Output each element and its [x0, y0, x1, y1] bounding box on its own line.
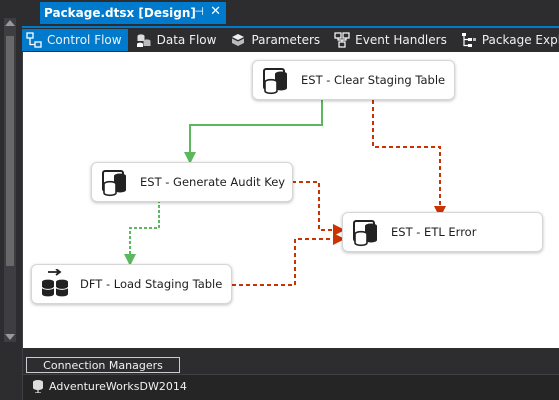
- close-icon[interactable]: ✕: [210, 4, 221, 19]
- event-handlers-icon: [334, 32, 350, 48]
- scrollbar-thumb[interactable]: [6, 36, 14, 266]
- connection-managers-tab[interactable]: Connection Managers: [26, 357, 180, 373]
- scroll-down-icon[interactable]: [5, 334, 15, 340]
- task-label: EST - ETL Error: [391, 225, 477, 239]
- designer-tab-bar: Control Flow Data Flow Parameters: [22, 26, 559, 52]
- execute-sql-task-icon: [263, 68, 287, 95]
- control-flow-canvas[interactable]: EST - Clear Staging Table EST - Generate…: [23, 52, 559, 348]
- data-flow-icon: [136, 32, 152, 48]
- success-constraint-audit-to-load[interactable]: [124, 200, 160, 266]
- vertical-scrollbar[interactable]: [4, 18, 16, 342]
- tab-label: Event Handlers: [355, 33, 447, 47]
- tab-parameters[interactable]: Parameters: [226, 29, 326, 51]
- document-tab-strip: Package.dtsx [Design] ⊣ ✕: [22, 0, 559, 26]
- tab-label: Parameters: [251, 33, 321, 47]
- connection-managers-title: Connection Managers: [43, 358, 163, 372]
- tab-package-explorer[interactable]: Package Explorer: [457, 29, 559, 51]
- panel-splitter[interactable]: [23, 348, 559, 356]
- connection-managers-header: Connection Managers: [23, 356, 559, 375]
- left-dock-strip: [0, 0, 23, 400]
- tab-label: Control Flow: [47, 33, 122, 47]
- control-flow-icon: [26, 32, 42, 48]
- task-label: DFT - Load Staging Table: [80, 277, 223, 291]
- failure-constraint-clear-to-error[interactable]: [372, 100, 446, 218]
- execute-sql-task-icon: [353, 220, 377, 247]
- task-label: EST - Clear Staging Table: [301, 73, 446, 87]
- document-tab-title: Package.dtsx [Design]: [44, 6, 196, 20]
- connection-item-label: AdventureWorksDW2014: [49, 379, 187, 393]
- task-clear-staging-table[interactable]: EST - Clear Staging Table: [252, 60, 455, 100]
- failure-constraint-load-to-error[interactable]: [232, 233, 345, 286]
- connection-item[interactable]: AdventureWorksDW2014: [31, 379, 187, 393]
- document-tab-package[interactable]: Package.dtsx [Design] ⊣ ✕: [40, 2, 226, 24]
- database-connection-icon: [33, 380, 43, 393]
- execute-sql-task-icon: [102, 170, 126, 197]
- precedence-constraints: [124, 100, 446, 286]
- tab-label: Package Explorer: [481, 33, 559, 47]
- success-constraint-clear-to-audit[interactable]: [184, 100, 323, 164]
- task-label: EST - Generate Audit Key: [140, 175, 286, 189]
- tab-control-flow[interactable]: Control Flow: [22, 29, 128, 51]
- task-generate-audit-key[interactable]: EST - Generate Audit Key: [91, 162, 293, 202]
- parameters-icon: [230, 32, 246, 48]
- pin-icon[interactable]: ⊣: [194, 5, 204, 18]
- connection-managers-list: AdventureWorksDW2014: [23, 375, 559, 400]
- tab-data-flow[interactable]: Data Flow: [132, 29, 223, 51]
- tab-label: Data Flow: [156, 33, 217, 47]
- scroll-up-icon[interactable]: [5, 20, 15, 26]
- failure-constraint-audit-to-error[interactable]: [292, 181, 345, 236]
- tab-event-handlers[interactable]: Event Handlers: [330, 29, 453, 51]
- data-flow-task-icon: [41, 269, 69, 297]
- task-load-staging-table[interactable]: DFT - Load Staging Table: [31, 264, 232, 304]
- package-explorer-icon: [461, 32, 477, 48]
- task-etl-error[interactable]: EST - ETL Error: [342, 212, 543, 252]
